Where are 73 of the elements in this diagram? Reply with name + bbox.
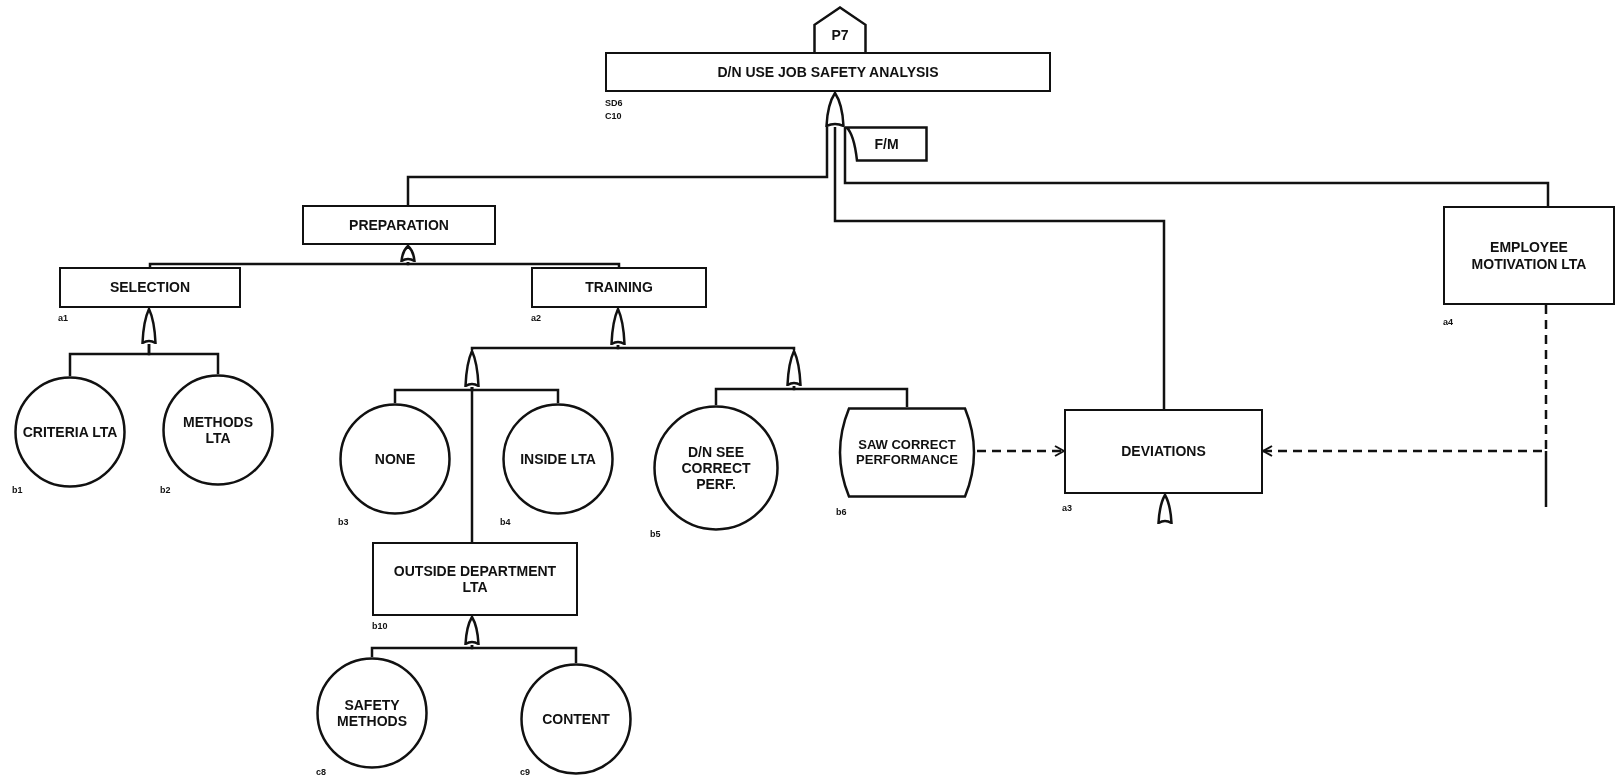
connector-line: [370, 645, 474, 657]
connector-line: [470, 387, 560, 403]
event-code: c8: [316, 766, 326, 779]
basic-event-circle: [339, 403, 451, 515]
event-text: P7: [830, 27, 850, 44]
event-text: SAFETY METHODS: [336, 696, 408, 730]
event-text: F/M: [873, 135, 900, 153]
event-text: SAW CORRECT PERFORMANCE: [855, 437, 959, 468]
event-text: PREPARATION: [348, 216, 450, 234]
event-code: b3: [338, 516, 349, 529]
event-code: a2: [531, 312, 541, 325]
event-box: [1443, 206, 1615, 305]
connector-line: [843, 127, 1550, 206]
event-text: TRAINING: [584, 279, 654, 296]
connector-line: [406, 127, 829, 205]
connector-line: [148, 261, 410, 267]
connector-line: [833, 127, 1166, 409]
event-text: INSIDE LTA: [519, 450, 597, 468]
event-code: a4: [1443, 316, 1453, 329]
connector-line: [714, 386, 796, 405]
basic-event-circle: [502, 403, 614, 515]
event-text: METHODS LTA: [182, 413, 254, 447]
or-gate: [610, 308, 626, 345]
event-code: a3: [1062, 502, 1072, 515]
event-code: b6: [836, 506, 847, 519]
event-code: b5: [650, 528, 661, 541]
event-text: CRITERIA LTA: [21, 423, 119, 441]
event-text: DEVIATIONS: [1120, 443, 1207, 460]
event-code: b4: [500, 516, 511, 529]
event-text: NONE: [373, 450, 417, 468]
event-box: [531, 267, 707, 308]
or-gate: [825, 92, 845, 127]
connector-line: [792, 386, 909, 407]
event-text: D/N USE JOB SAFETY ANALYSIS: [716, 63, 940, 81]
basic-event-circle: [14, 376, 126, 488]
transfer-pentagon: [813, 6, 867, 53]
event-box: [372, 542, 578, 616]
event-text: CONTENT: [541, 710, 611, 728]
event-code: b1: [12, 484, 23, 497]
basic-event-circle: [316, 657, 428, 769]
basic-event-circle: [162, 374, 274, 486]
event-box: [1064, 409, 1263, 494]
or-gate: [141, 308, 157, 344]
event-box: [302, 205, 496, 245]
connector-line: [470, 345, 620, 351]
normal-event-shape: [837, 407, 977, 498]
or-gate: [1157, 494, 1173, 524]
event-code: SD6: [605, 97, 623, 110]
event-code: a1: [58, 312, 68, 325]
or-gate: [464, 350, 480, 387]
event-text: SELECTION: [108, 279, 192, 296]
event-text: OUTSIDE DEPARTMENT LTA: [392, 562, 558, 596]
connector-line: [470, 387, 474, 542]
event-code: b2: [160, 484, 171, 497]
dashed-arrow: [977, 445, 1065, 457]
event-code: c9: [520, 766, 530, 779]
basic-event-circle: [520, 663, 632, 775]
connector-line: [147, 344, 220, 374]
event-box: [59, 267, 241, 308]
event-code: b10: [372, 620, 388, 633]
flag-box: [845, 126, 928, 162]
event-code: C10: [605, 109, 623, 123]
event-text: D/N SEE CORRECT PERF.: [680, 443, 752, 493]
dashed-arrow: [1262, 305, 1548, 457]
event-text: EMPLOYEE MOTIVATION LTA: [1470, 239, 1588, 272]
or-gate: [400, 245, 416, 262]
basic-event-circle: [653, 405, 779, 531]
connector-line: [406, 261, 621, 267]
or-gate: [464, 616, 480, 645]
connector-line: [616, 345, 796, 351]
connector-line: [470, 645, 578, 663]
connector-line: [393, 387, 474, 403]
or-gate: [786, 350, 802, 386]
